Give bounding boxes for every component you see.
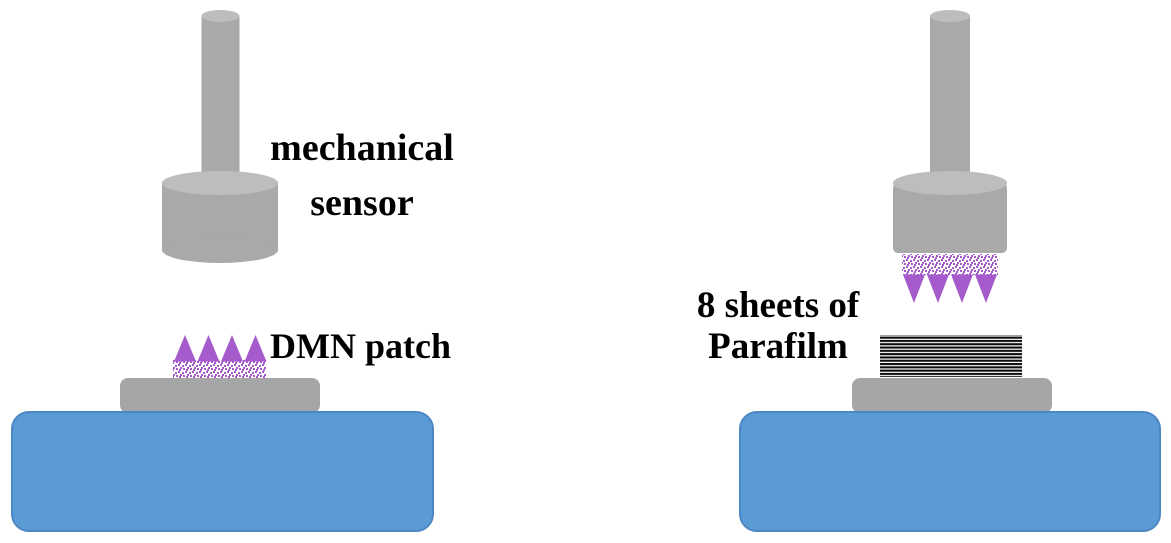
left-sensor-rod <box>201 10 240 186</box>
parafilm-label: 8 sheets of Parafilm <box>678 285 878 367</box>
microneedle <box>975 274 997 303</box>
dmn-patch-label: DMN patch <box>270 326 451 366</box>
microneedle <box>903 274 925 303</box>
right-rod-cap <box>930 10 970 22</box>
left-stage <box>11 411 434 532</box>
left-sample-platform <box>120 378 320 413</box>
parafilm-label-line2: Parafilm <box>708 326 848 367</box>
left-rod-cap <box>201 10 240 22</box>
right-head-top <box>893 171 1007 195</box>
left-test-setup <box>11 10 434 532</box>
attached-patch-base <box>902 254 998 275</box>
right-test-setup <box>739 10 1161 532</box>
microneedle <box>174 335 196 362</box>
parafilm-stack <box>880 335 1022 377</box>
microneedle <box>951 274 973 303</box>
attached-dmn-patch <box>902 254 998 303</box>
mechanical-sensor-label-line2: sensor <box>310 182 414 224</box>
parafilm-label-line1: 8 sheets of <box>696 285 860 326</box>
left-head-top <box>162 171 278 195</box>
right-stage <box>739 411 1161 532</box>
left-sensor-head <box>162 171 278 263</box>
microneedle <box>244 335 267 362</box>
right-sensor-head <box>893 171 1007 253</box>
microneedle <box>221 335 243 362</box>
mechanical-sensor-label-line1: mechanical <box>270 127 454 169</box>
dmn-patch-base <box>173 360 266 378</box>
right-sample-platform <box>852 378 1052 413</box>
right-sensor-rod <box>930 10 970 186</box>
microneedle <box>197 335 220 362</box>
microneedle <box>927 274 949 303</box>
left-head-bottom <box>162 237 278 263</box>
dmn-patch <box>173 335 267 378</box>
mechanical-sensor-label: mechanical sensor <box>252 121 472 231</box>
